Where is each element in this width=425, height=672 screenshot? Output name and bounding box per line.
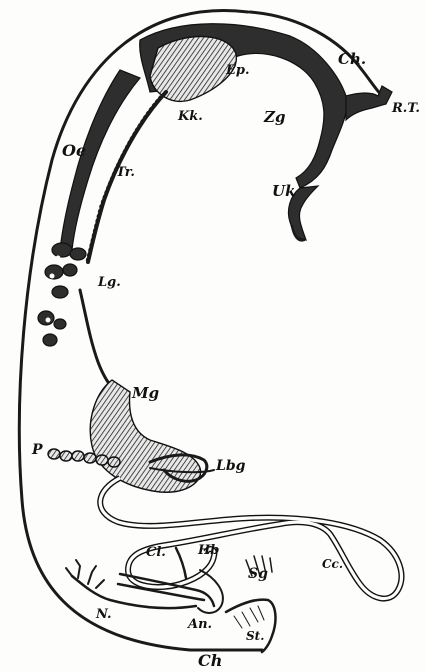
esophagus xyxy=(60,70,140,250)
label-oe: Oe xyxy=(62,141,86,160)
label-mg: Mg xyxy=(131,384,159,402)
label-ch-top: Ch. xyxy=(338,50,366,68)
lung-buds xyxy=(38,243,86,346)
stalk-hatch xyxy=(234,606,264,628)
kidney-buds xyxy=(66,560,104,588)
label-tr: Tr. xyxy=(116,165,135,180)
label-hb: Hb xyxy=(197,543,219,558)
label-uk: Uk xyxy=(272,182,295,200)
stalk xyxy=(226,600,275,652)
label-ch-bottom: Ch xyxy=(198,651,222,670)
label-rt: R.T. xyxy=(391,101,420,116)
label-cc: Cc. xyxy=(322,557,343,571)
hb-duct xyxy=(176,548,186,578)
label-st: St. xyxy=(246,629,264,643)
label-zg: Zg xyxy=(263,108,285,126)
label-lg: Lg. xyxy=(97,275,121,290)
label-ep: Ep. xyxy=(225,63,250,78)
label-p: P xyxy=(31,442,43,458)
esophagus-lower xyxy=(80,290,116,392)
label-cl: Cl. xyxy=(146,545,166,560)
label-n: N. xyxy=(95,607,112,622)
rt-process xyxy=(346,86,392,120)
label-lbg: Lbg xyxy=(215,458,246,474)
label-kk: Kk. xyxy=(177,109,203,124)
label-an: An. xyxy=(186,617,212,632)
label-sg: Sg xyxy=(248,566,268,582)
pharynx-pouch xyxy=(150,37,236,102)
